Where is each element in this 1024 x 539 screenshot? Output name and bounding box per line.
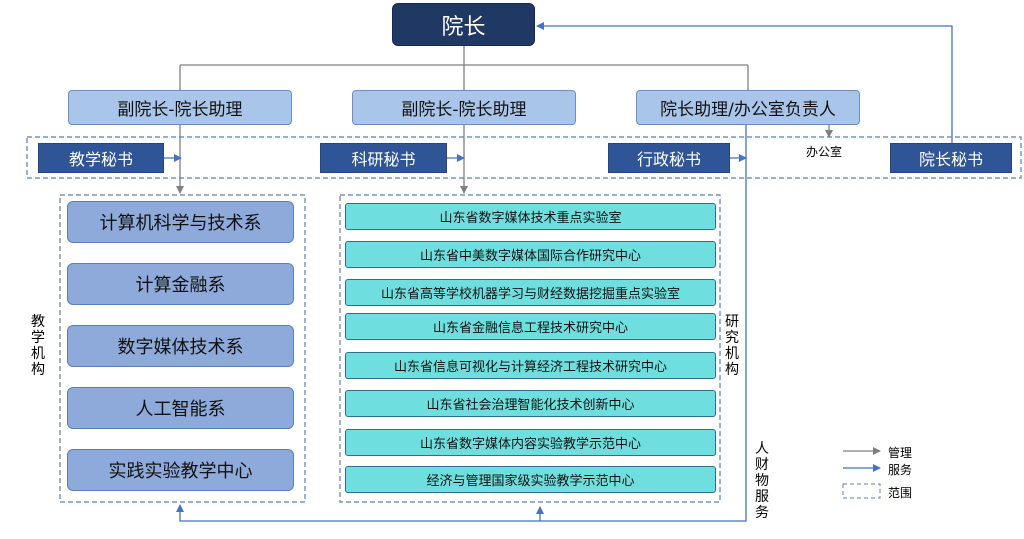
dept-label: 人工智能系 (135, 399, 226, 420)
vice-dean-label-2: 副院长-院长助理 (401, 100, 527, 120)
teaching-secretary-box[interactable]: 教学秘书 (38, 143, 164, 173)
institute-label: 经济与管理国家级实验教学示范中心 (426, 474, 635, 489)
institute-label: 山东省社会治理智能化技术创新中心 (426, 398, 635, 413)
institute-label: 山东省金融信息工程技术研究中心 (432, 321, 628, 336)
service-label: 人财物服务 (755, 441, 769, 521)
institute-label: 山东省数字媒体内容实验教学示范中心 (419, 437, 641, 452)
research-secretary-box[interactable]: 科研秘书 (320, 143, 447, 173)
vice-dean-label-3: 院长助理/办公室负责人 (660, 100, 836, 120)
office-label: 办公室 (806, 145, 843, 159)
institute-item[interactable]: 山东省高等学校机器学习与财经数据挖掘重点实验室 (345, 279, 716, 306)
institute-label: 山东省中美数字媒体国际合作研究中心 (419, 249, 641, 264)
dept-practice-center[interactable]: 实践实验教学中心 (67, 449, 294, 491)
vice-dean-box-1[interactable]: 副院长-院长助理 (68, 90, 292, 125)
legend-manage-label: 管理 (888, 446, 913, 460)
dept-label: 实践实验教学中心 (108, 461, 253, 482)
institute-label: 山东省数字媒体技术重点实验室 (439, 211, 622, 226)
institute-item[interactable]: 山东省数字媒体技术重点实验室 (345, 203, 716, 230)
admin-secretary-label: 行政秘书 (636, 150, 701, 169)
teaching-org-label: 教学机构 (31, 314, 45, 378)
dean-secretary-box[interactable]: 院长秘书 (890, 143, 1012, 173)
institute-item[interactable]: 山东省金融信息工程技术研究中心 (345, 313, 716, 340)
research-secretary-label: 科研秘书 (351, 150, 416, 169)
dept-cs[interactable]: 计算机科学与技术系 (67, 201, 294, 243)
dept-ai[interactable]: 人工智能系 (67, 387, 294, 429)
dept-label: 数字媒体技术系 (117, 337, 244, 358)
vice-dean-label-1: 副院长-院长助理 (117, 100, 243, 120)
dean-secretary-label: 院长秘书 (918, 150, 983, 169)
vice-dean-box-3[interactable]: 院长助理/办公室负责人 (636, 90, 860, 125)
institute-item[interactable]: 经济与管理国家级实验教学示范中心 (345, 466, 716, 493)
institute-item[interactable]: 山东省社会治理智能化技术创新中心 (345, 390, 716, 417)
institute-item[interactable]: 山东省中美数字媒体国际合作研究中心 (345, 241, 716, 268)
dept-label: 计算金融系 (135, 275, 226, 296)
legend-serve-label: 服务 (888, 463, 913, 477)
institute-label: 山东省信息可视化与计算经济工程技术研究中心 (393, 360, 667, 375)
institute-label: 山东省高等学校机器学习与财经数据挖掘重点实验室 (380, 287, 680, 302)
admin-secretary-box[interactable]: 行政秘书 (608, 143, 730, 173)
dept-label: 计算机科学与技术系 (99, 213, 262, 234)
research-org-label: 研究机构 (725, 314, 739, 378)
dept-computational-finance[interactable]: 计算金融系 (67, 263, 294, 305)
teaching-secretary-label: 教学秘书 (68, 150, 133, 169)
dean-label: 院长 (441, 14, 486, 40)
institute-item[interactable]: 山东省数字媒体内容实验教学示范中心 (345, 429, 716, 456)
institute-item[interactable]: 山东省信息可视化与计算经济工程技术研究中心 (345, 352, 716, 379)
dean-box[interactable]: 院长 (392, 3, 535, 46)
dept-digital-media[interactable]: 数字媒体技术系 (67, 325, 294, 367)
vice-dean-box-2[interactable]: 副院长-院长助理 (352, 90, 576, 125)
legend-scope-label: 范围 (888, 486, 913, 500)
